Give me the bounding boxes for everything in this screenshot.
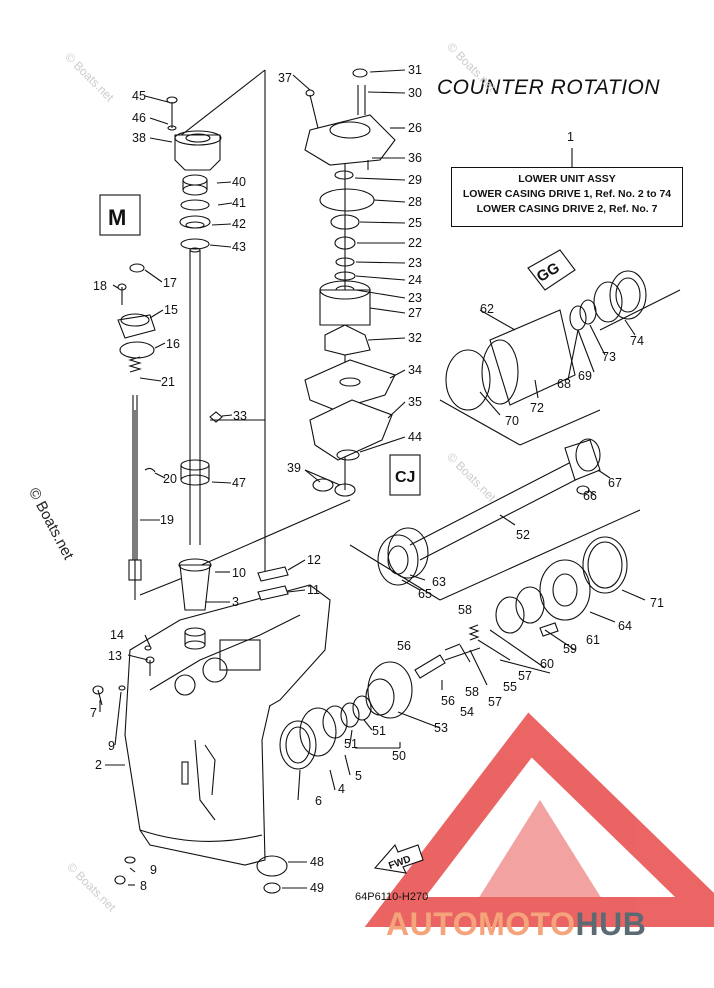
callout-23b: 23 (408, 291, 422, 305)
info-box-line-2: LOWER CASING DRIVE 2, Ref. No. 7 (476, 203, 658, 215)
callout-68: 68 (557, 377, 571, 391)
propeller-shaft (409, 459, 586, 561)
callout-12: 12 (307, 553, 321, 567)
callout-8: 8 (140, 879, 147, 893)
callout-11: 11 (307, 583, 320, 597)
callout-5: 5 (355, 769, 362, 783)
callout-4: 4 (338, 782, 345, 796)
fwd-arrow (373, 843, 424, 874)
automotohub-brand: AUTOMOTOHUB (386, 906, 646, 943)
callout-70: 70 (505, 414, 519, 428)
callout-52: 52 (516, 528, 530, 542)
callout-67: 67 (608, 476, 622, 490)
callout-35: 35 (408, 395, 422, 409)
callout-51b: 51 (372, 724, 386, 738)
info-box-line-1: LOWER CASING DRIVE 1, Ref. No. 2 to 74 (462, 188, 672, 200)
callout-57b: 57 (518, 669, 532, 683)
callout-59: 59 (563, 642, 577, 656)
callout-25: 25 (408, 216, 422, 230)
callout-62: 62 (480, 302, 494, 316)
callout-41: 41 (232, 196, 246, 210)
callout-63: 63 (432, 575, 446, 589)
callout-14: 14 (110, 628, 124, 642)
svg-text:CJ: CJ (395, 469, 415, 486)
callout-46: 46 (132, 111, 146, 125)
callout-69: 69 (578, 369, 592, 383)
callout-72: 72 (530, 401, 544, 415)
callout-7: 7 (90, 706, 97, 720)
callout-55: 55 (503, 680, 517, 694)
callout-15: 15 (164, 303, 178, 317)
callout-56a: 56 (397, 639, 411, 653)
callout-57a: 57 (488, 695, 502, 709)
callout-9b: 9 (150, 863, 157, 877)
callout-71: 71 (650, 596, 664, 610)
callout-31: 31 (408, 63, 422, 77)
callout-32: 32 (408, 331, 422, 345)
callout-58b: 58 (465, 685, 479, 699)
callout-6: 6 (315, 794, 322, 808)
callout-38: 38 (132, 131, 146, 145)
callout-37: 37 (278, 71, 292, 85)
automotohub-logo-mark (364, 712, 714, 927)
callout-24: 24 (408, 273, 422, 287)
callout-18: 18 (93, 279, 107, 293)
callout-44: 44 (408, 430, 422, 444)
brand-part-1: AUTOMOTO (386, 906, 576, 942)
callout-56b: 56 (441, 694, 455, 708)
callout-43: 43 (232, 240, 246, 254)
callout-64: 64 (618, 619, 632, 633)
brand-part-2: HUB (575, 906, 647, 942)
callout-39: 39 (287, 461, 301, 475)
callout-53: 53 (434, 721, 448, 735)
callout-42: 42 (232, 217, 246, 231)
callout-19: 19 (160, 513, 174, 527)
callout-29: 29 (408, 173, 422, 187)
callout-34: 34 (408, 363, 422, 377)
callout-48: 48 (310, 855, 324, 869)
callout-58a: 58 (458, 603, 472, 617)
info-box-heading: LOWER UNIT ASSY (518, 173, 616, 185)
callout-20: 20 (163, 472, 177, 486)
callout-73: 73 (602, 350, 616, 364)
callout-1: 1 (567, 130, 574, 144)
callout-54: 54 (460, 705, 474, 719)
callout-33: 33 (233, 409, 247, 423)
callout-22: 22 (408, 236, 422, 250)
svg-text:M: M (108, 205, 126, 230)
callout-45: 45 (132, 89, 146, 103)
callout-51a: 51 (344, 737, 358, 751)
callout-23a: 23 (408, 256, 422, 270)
callout-30: 30 (408, 86, 422, 100)
callout-26: 26 (408, 121, 422, 135)
callout-50: 50 (392, 749, 406, 763)
callout-labels: 1 2 3 4 5 6 7 8 9 9 10 11 12 13 14 15 16… (90, 63, 664, 895)
callout-2: 2 (95, 758, 102, 772)
drawing-number: 64P6110-H270 (355, 891, 429, 903)
callout-40: 40 (232, 175, 246, 189)
callout-49: 49 (310, 881, 324, 895)
callout-17: 17 (163, 276, 177, 290)
callout-60: 60 (540, 657, 554, 671)
callout-28: 28 (408, 195, 422, 209)
callout-9a: 9 (108, 739, 115, 753)
drive-shaft (189, 250, 201, 545)
callout-47: 47 (232, 476, 246, 490)
callout-74: 74 (630, 334, 644, 348)
callout-66: 66 (583, 489, 597, 503)
callout-21: 21 (161, 375, 175, 389)
lower-unit-info-box: LOWER UNIT ASSY LOWER CASING DRIVE 1, Re… (451, 167, 683, 227)
callout-13: 13 (108, 649, 122, 663)
callout-16: 16 (166, 337, 180, 351)
callout-61: 61 (586, 633, 600, 647)
callout-36: 36 (408, 151, 422, 165)
callout-10: 10 (232, 566, 246, 580)
diagram-title: COUNTER ROTATION (437, 76, 661, 99)
callout-27: 27 (408, 306, 422, 320)
callout-65: 65 (418, 587, 432, 601)
callout-3: 3 (232, 595, 239, 609)
